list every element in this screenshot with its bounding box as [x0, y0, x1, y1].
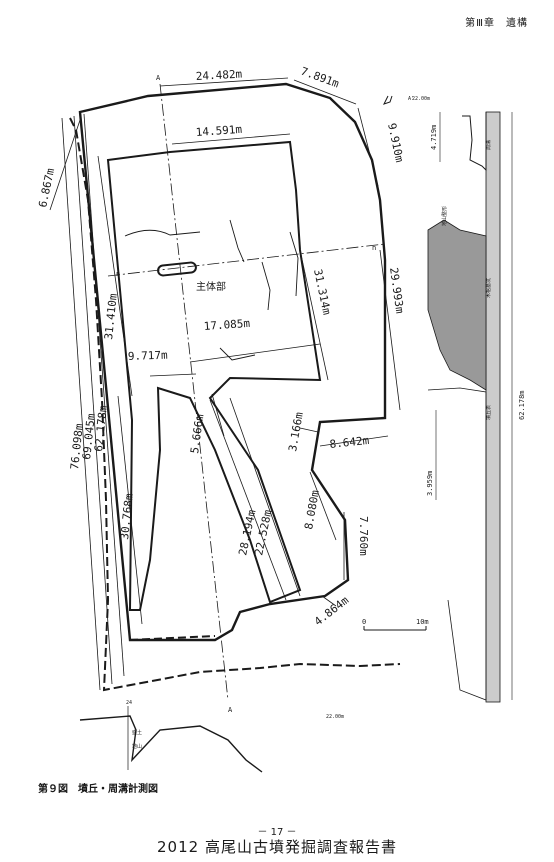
axis-a [159, 83, 229, 701]
small-ground: 地山 [132, 743, 142, 750]
section-slope: 墳丘表 [485, 405, 492, 420]
dim-d13: 8.080m [302, 489, 322, 531]
dim-d4: 14.591m [195, 123, 243, 139]
point-a-bottom: A [228, 706, 233, 714]
dim-d22: 30.768m [118, 492, 136, 540]
dim-d9: 9.717m [128, 349, 169, 363]
point-a: A [156, 74, 161, 82]
longitudinal-section [427, 111, 513, 703]
center-label: 主体部 [196, 280, 226, 293]
dim-d7: 29.993m [387, 267, 406, 315]
axis-n [107, 243, 386, 277]
scale-bar [363, 626, 427, 631]
point-n: n [116, 270, 120, 278]
platform-outline [106, 140, 322, 611]
dim-d1: 24.482m [195, 68, 242, 83]
scale-10: 10m [416, 618, 429, 626]
small-value: 24 [126, 700, 132, 706]
dim-d12: 8.642m [329, 434, 370, 451]
mound-outline [78, 82, 387, 642]
dim-d18: 76.098m [68, 422, 86, 470]
report-title: 2012 高尾山古墳発掘調査報告書 [157, 838, 397, 856]
elev-label-2: 22.00m [326, 714, 344, 720]
section-mound: 地山整形 [441, 206, 448, 226]
dim-d6: 31.314m [311, 268, 333, 316]
moat-outline [69, 117, 401, 692]
small-section [79, 715, 263, 773]
dim-d17: 4.864m [312, 593, 352, 628]
dim-d19: 69.045m [80, 412, 98, 460]
scale-0: 0 [362, 618, 366, 626]
dim-d2: 7.891m [299, 65, 341, 91]
page-number: － 17 － [257, 827, 297, 838]
figure-caption: 第９図 墳丘・周溝計測図 [38, 784, 158, 795]
dim-d10: 5.666m [188, 413, 206, 455]
point-n-right: n [372, 244, 376, 252]
north-arrow-icon [383, 95, 393, 105]
section-coffin: 木棺墓坑 [485, 278, 492, 298]
dim-d5: 6.867m [36, 167, 57, 209]
dim-d8: 17.085m [203, 317, 251, 333]
elev-label: 22.00m [412, 96, 430, 102]
dim-d3: 9.910m [385, 122, 406, 164]
section-moat: 周溝 [485, 140, 492, 150]
point-a2: A' [408, 96, 414, 102]
small-earth: 盛土 [132, 729, 142, 736]
dim-d11: 3.166m [286, 411, 306, 453]
burial-pit [157, 261, 197, 277]
chapter-header: 第Ⅲ章 遺構 [465, 18, 528, 29]
section-top: 4.719m [430, 125, 438, 150]
dim-d20: 62.178m [92, 404, 110, 452]
dim-d21: 31.410m [102, 292, 120, 340]
dim-d16: 7.760m [357, 516, 370, 556]
section-total: 62.178m [518, 390, 526, 420]
section-low: 3.959m [426, 471, 434, 496]
